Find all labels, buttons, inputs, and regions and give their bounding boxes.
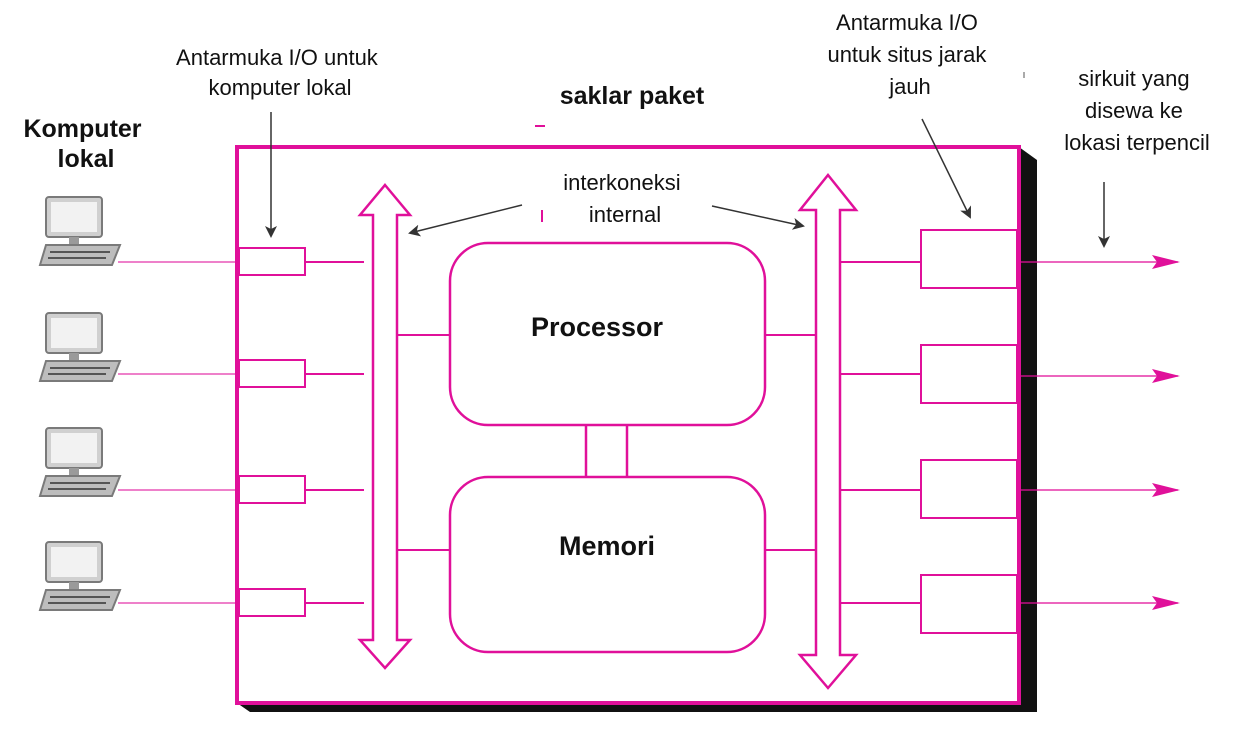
remote-io-label: Antarmuka I/O untuk situs jarak jauh xyxy=(827,10,992,99)
remote-io-box xyxy=(920,229,1018,289)
local-io-box xyxy=(238,247,306,276)
computer-icon xyxy=(38,312,122,382)
local-io-links xyxy=(305,261,364,604)
local-io-label: Antarmuka I/O untuk komputer lokal xyxy=(176,45,384,100)
left-internal-bus xyxy=(357,183,413,670)
interconnect-label: interkoneksi internal xyxy=(563,170,687,227)
leased-line-arrows xyxy=(1017,255,1180,610)
computer-icon xyxy=(38,196,122,266)
interconnect-left-pointer-arrow xyxy=(408,204,523,237)
local-io-box xyxy=(238,588,306,617)
local-io-box xyxy=(238,475,306,504)
bus-block-links xyxy=(397,334,816,551)
remote-io-links xyxy=(840,261,921,604)
remote-io-pointer-arrow xyxy=(921,118,971,219)
remote-io-box xyxy=(920,459,1018,519)
local-io-interfaces xyxy=(238,247,306,617)
right-internal-bus xyxy=(797,172,859,690)
local-computers-label: Komputer lokal xyxy=(23,115,148,173)
leased-circuit-label: sirkuit yang disewa ke lokasi terpencil xyxy=(1064,66,1210,155)
callout-arrows xyxy=(265,112,1110,248)
local-io-box xyxy=(238,359,306,388)
processor-memory-link xyxy=(584,425,629,477)
remote-io-interfaces xyxy=(920,229,1018,634)
remote-io-box xyxy=(920,344,1018,404)
processor-label: Processor xyxy=(531,312,664,342)
switch-title: saklar paket xyxy=(560,82,705,110)
computer-icon xyxy=(38,541,122,611)
local-computer-lines xyxy=(118,261,239,604)
computer-icon xyxy=(38,427,122,497)
memory-block xyxy=(448,475,767,654)
memory-label: Memori xyxy=(559,531,655,561)
interconnect-right-pointer-arrow xyxy=(711,205,805,230)
remote-io-box xyxy=(920,574,1018,634)
